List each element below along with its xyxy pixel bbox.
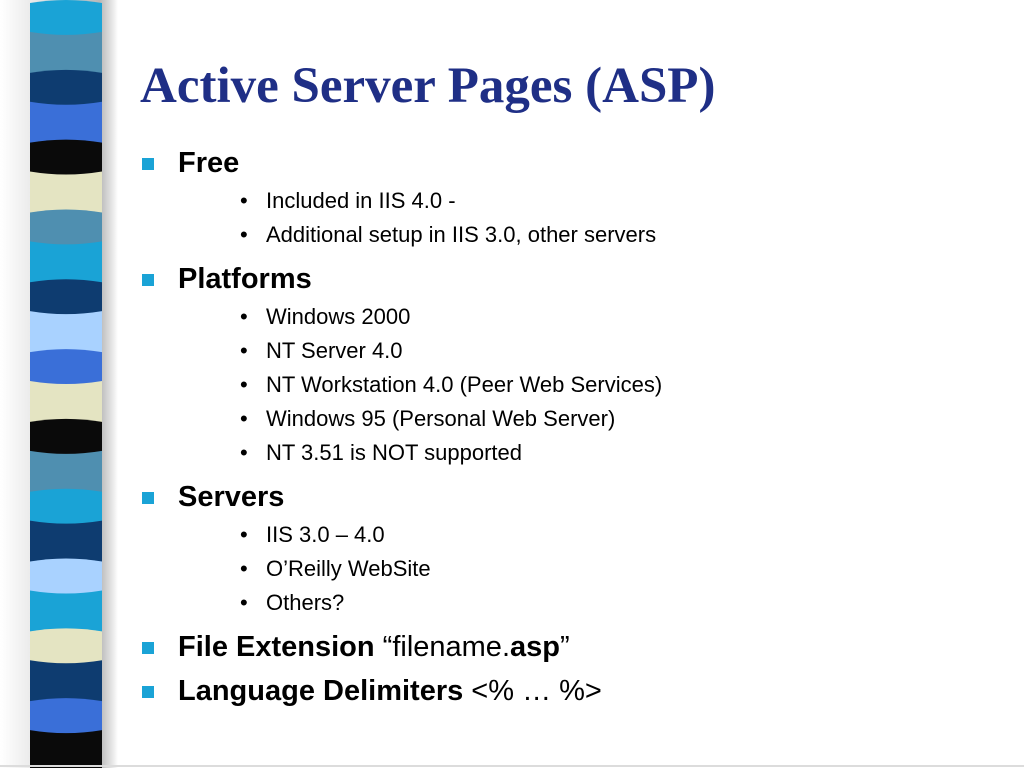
bottom-divider	[0, 765, 1024, 767]
dot-bullet-icon: •	[240, 338, 248, 363]
sub-item: • Additional setup in IIS 3.0, other serv…	[178, 218, 662, 252]
ribbon-block	[30, 171, 102, 214]
sub-list-free: • Included in IIS 4.0 - • Additional setup…	[178, 184, 662, 252]
sub-item-text: Additional setup in IIS 3.0, other serve…	[266, 222, 657, 247]
dot-bullet-icon: •	[240, 590, 248, 615]
dot-bullet-icon: •	[240, 406, 248, 431]
ribbon-block	[30, 418, 102, 455]
ribbon-block	[30, 31, 102, 74]
dot-bullet-icon: •	[240, 222, 248, 247]
dot-bullet-icon: •	[240, 188, 248, 213]
bullet-language-delimiters: Language Delimiters <% … %>	[140, 674, 662, 708]
ribbon-block	[30, 590, 102, 633]
file-extension-prefix: “filename.	[374, 631, 510, 663]
square-bullet-icon	[142, 492, 154, 504]
square-bullet-icon	[142, 686, 154, 698]
sub-item: • Included in IIS 4.0 -	[178, 184, 662, 218]
bullet-heading: Language Delimiters	[178, 675, 464, 707]
bullet-heading: File Extension	[178, 631, 375, 663]
ribbon-block	[30, 628, 102, 665]
sub-list-servers: • IIS 3.0 – 4.0 • O’Reilly WebSite • Others…	[178, 518, 662, 620]
sub-item: • O’Reilly WebSite	[178, 552, 662, 586]
ribbon-block	[30, 279, 102, 316]
bullet-file-extension: File Extension “filename.asp”	[140, 630, 662, 664]
sub-item: • Windows 95 (Personal Web Server)	[178, 402, 662, 436]
ribbon-graphic	[30, 0, 102, 768]
sub-item: • IIS 3.0 – 4.0	[178, 518, 662, 552]
sub-item-text: NT 3.51 is NOT supported	[266, 440, 522, 465]
ribbon-block	[30, 488, 102, 525]
ribbon-block	[30, 558, 102, 595]
sub-item-text: Others?	[266, 590, 345, 615]
ribbon-block	[30, 241, 102, 284]
ribbon-block	[30, 209, 102, 246]
ribbon-block	[30, 349, 102, 385]
sub-item-text: O’Reilly WebSite	[266, 556, 431, 581]
ribbon-block	[30, 101, 102, 144]
sub-item-text: Windows 2000	[266, 304, 411, 329]
sub-item: • Windows 2000	[178, 300, 662, 334]
dot-bullet-icon: •	[240, 522, 248, 547]
sub-item: • NT Server 4.0	[178, 334, 662, 368]
ribbon-block	[30, 660, 102, 703]
square-bullet-icon	[142, 158, 154, 170]
bullet-platforms: Platforms • Windows 2000 • NT Server 4.0 •…	[140, 262, 662, 470]
ribbon-block	[30, 311, 102, 354]
square-bullet-icon	[142, 274, 154, 286]
ribbon-block	[30, 450, 102, 493]
sub-list-platforms: • Windows 2000 • NT Server 4.0 • NT Worksta…	[178, 300, 662, 470]
sub-item-text: NT Server 4.0	[266, 338, 403, 363]
language-delimiters-value: <% … %>	[463, 675, 602, 707]
sub-item: • NT Workstation 4.0 (Peer Web Services)	[178, 368, 662, 402]
ribbon-block	[30, 381, 102, 423]
ribbon-block	[30, 139, 102, 176]
bullet-heading: Free	[178, 147, 240, 179]
ribbon-block	[30, 0, 102, 36]
sub-item-text: IIS 3.0 – 4.0	[266, 522, 385, 547]
sub-item-text: Included in IIS 4.0 -	[266, 188, 456, 213]
dot-bullet-icon: •	[240, 556, 248, 581]
dot-bullet-icon: •	[240, 440, 248, 465]
ribbon-block	[30, 698, 102, 735]
bullet-heading: Servers	[178, 481, 285, 513]
sub-item-text: Windows 95 (Personal Web Server)	[266, 406, 616, 431]
sub-item-text: NT Workstation 4.0 (Peer Web Services)	[266, 372, 663, 397]
file-extension-asp: asp	[510, 631, 560, 663]
bullet-heading: Platforms	[178, 263, 312, 295]
bullet-free: Free • Included in IIS 4.0 - • Additional …	[140, 146, 662, 252]
ribbon-block	[30, 730, 102, 768]
bullet-list: Free • Included in IIS 4.0 - • Additional …	[140, 146, 662, 708]
decorative-ribbon	[30, 0, 102, 768]
ribbon-block	[30, 69, 102, 106]
dot-bullet-icon: •	[240, 304, 248, 329]
bullet-servers: Servers • IIS 3.0 – 4.0 • O’Reilly WebSite…	[140, 480, 662, 620]
sub-item: • NT 3.51 is NOT supported	[178, 436, 662, 470]
slide-title: Active Server Pages (ASP)	[140, 58, 716, 114]
ribbon-block	[30, 520, 102, 563]
file-extension-suffix: ”	[559, 631, 570, 663]
square-bullet-icon	[142, 642, 154, 654]
sub-item: • Others?	[178, 586, 662, 620]
dot-bullet-icon: •	[240, 372, 248, 397]
